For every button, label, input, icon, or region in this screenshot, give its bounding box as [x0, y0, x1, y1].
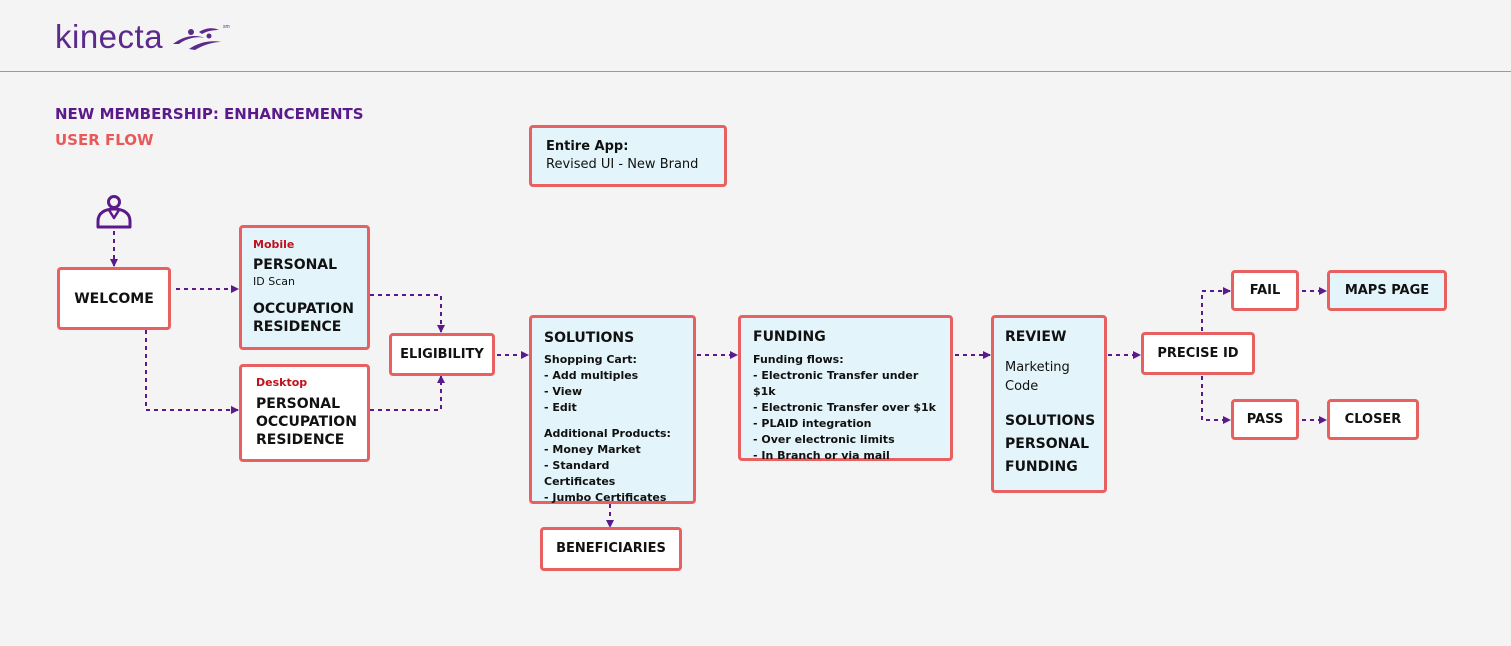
arrow-precise-pass [1201, 376, 1231, 424]
node-maps-page[interactable]: MAPS PAGE [1327, 270, 1447, 311]
arrow-welcome-desktop [145, 330, 239, 414]
note-body: Revised UI - New Brand [546, 157, 699, 172]
mobile-occupation: OCCUPATION [253, 301, 354, 317]
product-item: - Money Market [544, 443, 641, 456]
node-eligibility-label: ELIGIBILITY [400, 346, 484, 362]
funding-flow-item: - Over electronic limits [753, 433, 895, 446]
header-divider [0, 71, 1511, 72]
node-closer-label: CLOSER [1344, 411, 1402, 427]
cart-item: - View [544, 385, 583, 398]
node-pass[interactable]: PASS [1231, 399, 1299, 440]
node-fail-label: FAIL [1249, 282, 1281, 298]
node-maps-page-label: MAPS PAGE [1344, 282, 1430, 298]
review-item: PERSONAL [1005, 436, 1090, 452]
node-funding[interactable]: FUNDING Funding flows: - Electronic Tran… [738, 315, 953, 462]
kinecta-logo: kinecta sm [55, 18, 231, 56]
arrow-precise-fail [1201, 287, 1231, 331]
desktop-personal: PERSONAL [256, 396, 341, 412]
funding-title: FUNDING [753, 329, 826, 345]
node-pass-label: PASS [1246, 411, 1284, 427]
desktop-tag: Desktop [256, 376, 308, 389]
products-title: Additional Products: [544, 427, 671, 440]
product-item: - Standard Certificates [544, 459, 616, 488]
review-marketing: Marketing [1005, 360, 1070, 375]
node-welcome[interactable]: WELCOME [57, 267, 171, 330]
review-item: FUNDING [1005, 459, 1078, 475]
node-eligibility[interactable]: ELIGIBILITY [389, 333, 495, 376]
desktop-residence: RESIDENCE [256, 432, 345, 448]
mobile-id-scan: ID Scan [253, 275, 295, 288]
mobile-tag: Mobile [253, 238, 295, 251]
logo-mark-icon: sm [173, 24, 230, 50]
funding-flow-item: - Electronic Transfer over $1k [753, 401, 936, 414]
page-subtitle: USER FLOW [55, 131, 154, 149]
node-review[interactable]: REVIEW Marketing Code SOLUTIONS PERSONAL… [991, 315, 1107, 493]
funding-flow-item: - In Branch or via mail [753, 449, 890, 462]
node-desktop[interactable]: Desktop PERSONAL OCCUPATION RESIDENCE [239, 364, 370, 462]
funding-flow-item: - Electronic Transfer under $1k [753, 369, 919, 398]
arrow-mobile-eligibility [370, 294, 445, 333]
cart-item: - Add multiples [544, 369, 639, 382]
node-fail[interactable]: FAIL [1231, 270, 1299, 311]
funding-flows-title: Funding flows: [753, 353, 844, 366]
mobile-residence: RESIDENCE [253, 319, 342, 335]
node-solutions[interactable]: SOLUTIONS Shopping Cart: - Add multiples… [529, 315, 696, 504]
logo-text: kinecta [55, 18, 164, 55]
desktop-occupation: OCCUPATION [256, 414, 357, 430]
logo-service-mark: sm [223, 24, 230, 30]
user-icon [96, 195, 132, 229]
review-code: Code [1005, 379, 1039, 394]
review-title: REVIEW [1005, 329, 1067, 345]
node-mobile[interactable]: Mobile PERSONAL ID Scan OCCUPATION RESID… [239, 225, 370, 350]
node-beneficiaries-label: BENEFICIARIES [556, 541, 666, 556]
note-entire-app: Entire App: Revised UI - New Brand [529, 125, 727, 187]
solutions-title: SOLUTIONS [544, 330, 635, 346]
review-item: SOLUTIONS [1005, 413, 1096, 429]
node-precise-id[interactable]: PRECISE ID [1141, 332, 1255, 375]
cart-title: Shopping Cart: [544, 353, 637, 366]
note-title: Entire App: [546, 139, 629, 154]
cart-item: - Edit [544, 401, 577, 414]
mobile-personal: PERSONAL [253, 257, 338, 273]
product-item: - Jumbo Certificates [544, 491, 667, 504]
node-precise-id-label: PRECISE ID [1157, 345, 1239, 361]
node-closer[interactable]: CLOSER [1327, 399, 1419, 440]
funding-flow-item: - PLAID integration [753, 417, 872, 430]
node-welcome-label: WELCOME [74, 290, 154, 307]
node-beneficiaries[interactable]: BENEFICIARIES [540, 527, 682, 571]
page-title: NEW MEMBERSHIP: ENHANCEMENTS [55, 105, 364, 123]
arrow-desktop-eligibility [370, 375, 445, 411]
